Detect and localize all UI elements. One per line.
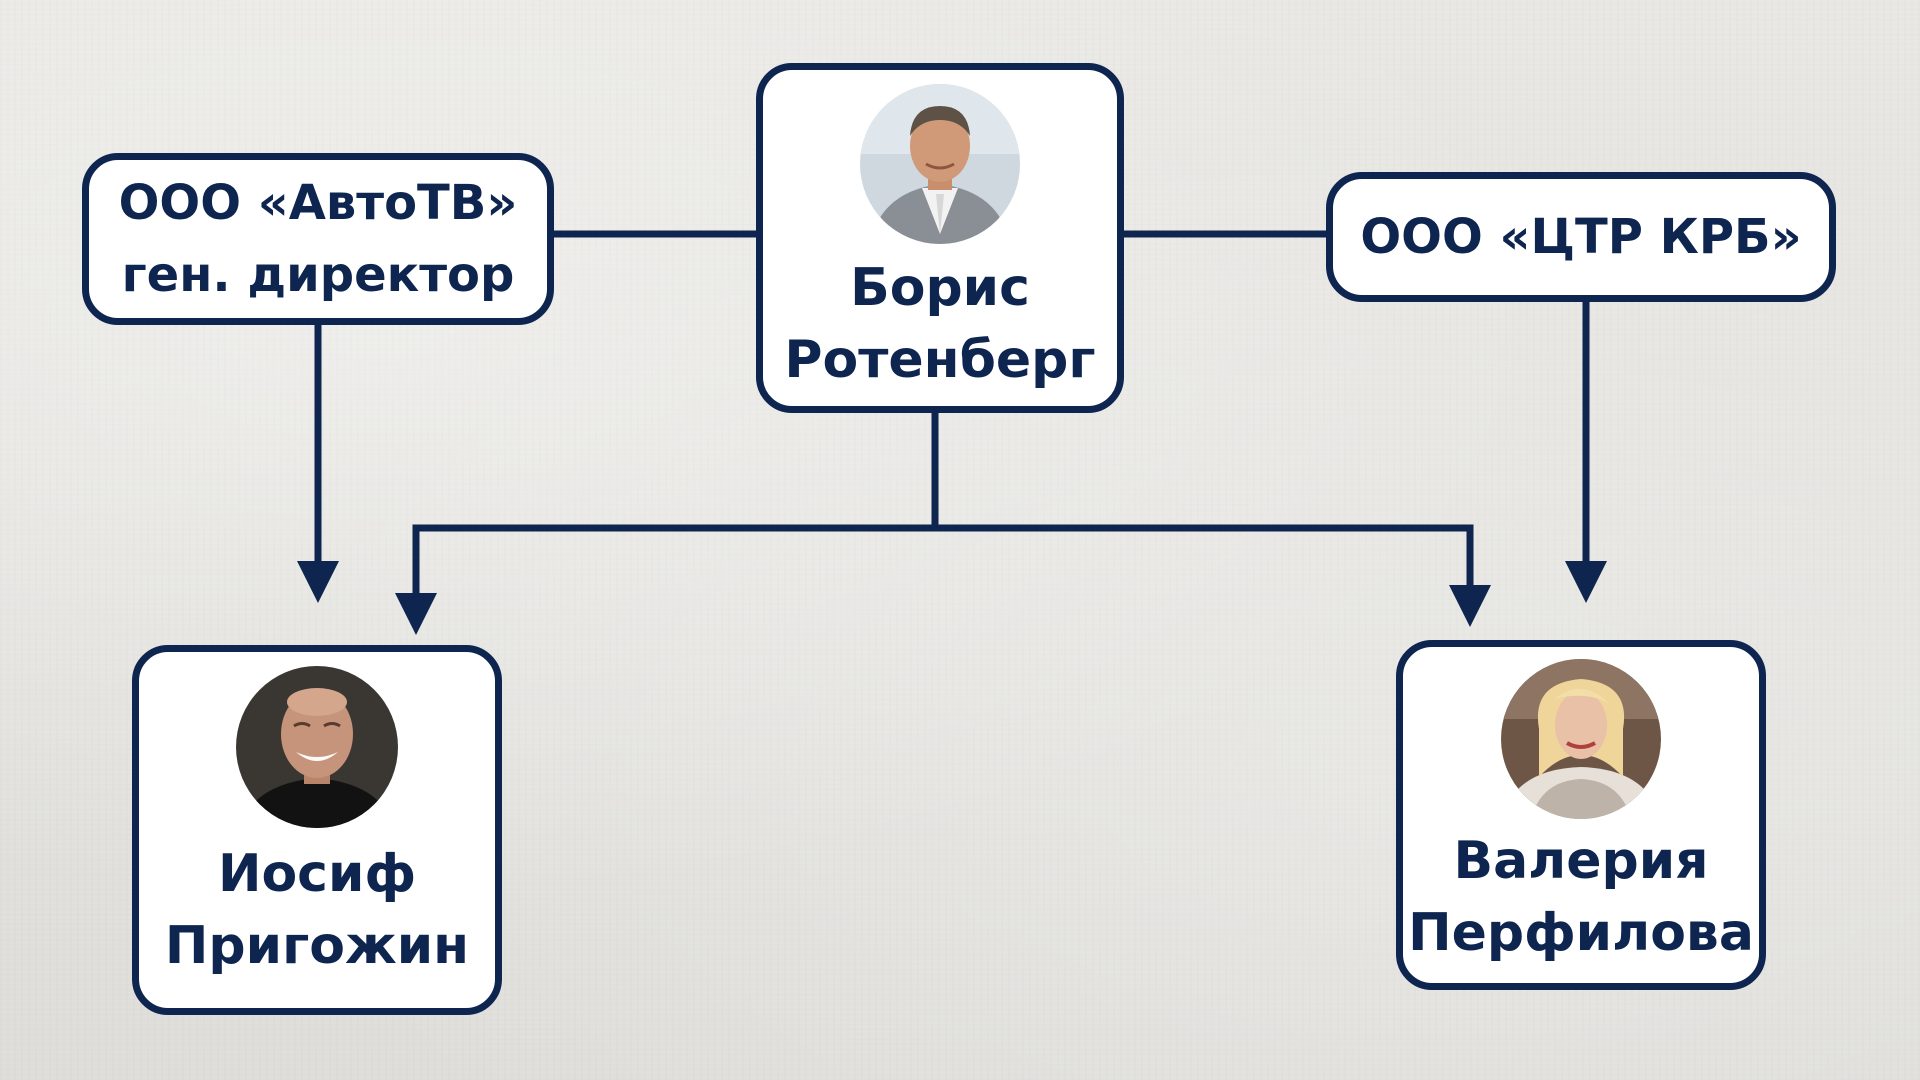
edge-rotenberg-perfilova bbox=[935, 524, 1491, 627]
bald-man-smiling-portrait-icon bbox=[236, 666, 398, 828]
node-rotenberg-last-name: Ротенберг bbox=[784, 330, 1096, 390]
node-prigozhin-first-name: Иосиф bbox=[217, 844, 417, 904]
node-autotv: ООО «АвтоТВ» ген. директор bbox=[82, 153, 554, 325]
node-ctr: ООО «ЦТР КРБ» bbox=[1326, 172, 1836, 302]
node-rotenberg: Борис Ротенберг bbox=[756, 63, 1124, 413]
avatar-prigozhin bbox=[236, 666, 398, 828]
node-autotv-title: ООО «АвтоТВ» bbox=[118, 175, 518, 231]
node-prigozhin: Иосиф Пригожин bbox=[132, 645, 502, 1015]
man-in-suit-portrait-icon bbox=[860, 84, 1020, 244]
node-prigozhin-last-name: Пригожин bbox=[164, 916, 470, 976]
node-perfilova-first-name: Валерия bbox=[1453, 831, 1709, 891]
avatar-perfilova bbox=[1501, 659, 1661, 819]
node-ctr-title: ООО «ЦТР КРБ» bbox=[1360, 209, 1802, 265]
node-perfilova-last-name: Перфилова bbox=[1408, 903, 1754, 963]
node-autotv-role: ген. директор bbox=[121, 247, 515, 303]
avatar-rotenberg bbox=[860, 84, 1020, 244]
node-perfilova: Валерия Перфилова bbox=[1396, 640, 1766, 990]
blonde-woman-portrait-icon bbox=[1501, 659, 1661, 819]
node-rotenberg-first-name: Борис bbox=[850, 258, 1030, 318]
edge-rotenberg-prigozhin bbox=[395, 524, 935, 635]
